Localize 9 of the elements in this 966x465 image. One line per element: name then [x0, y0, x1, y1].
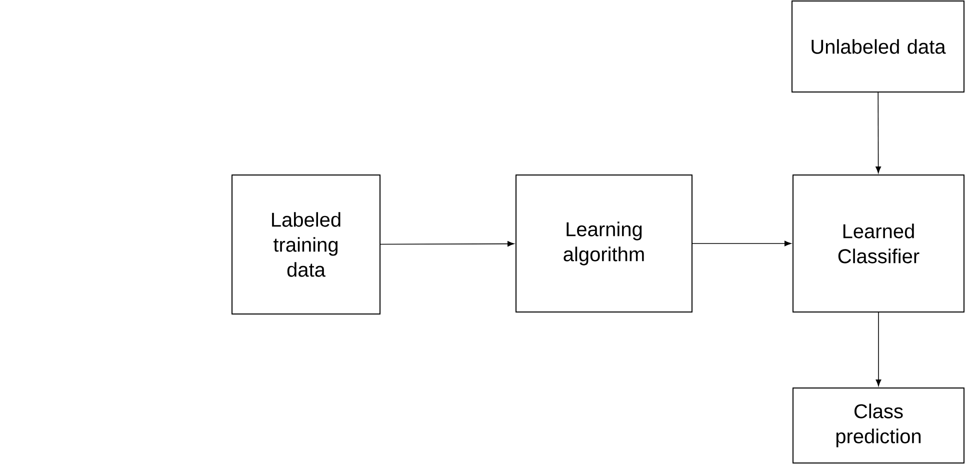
arrow: [876, 92, 881, 174]
process-box: Learning algorithm: [516, 174, 692, 312]
process-box: Learned Classifier: [792, 174, 964, 312]
arrow: [692, 240, 792, 246]
process-box: Labeled training data: [232, 174, 380, 314]
process-box: Unlabeled data: [792, 0, 964, 92]
arrow: [380, 241, 514, 247]
process-box: Class prediction: [792, 387, 964, 464]
arrow: [876, 312, 882, 386]
